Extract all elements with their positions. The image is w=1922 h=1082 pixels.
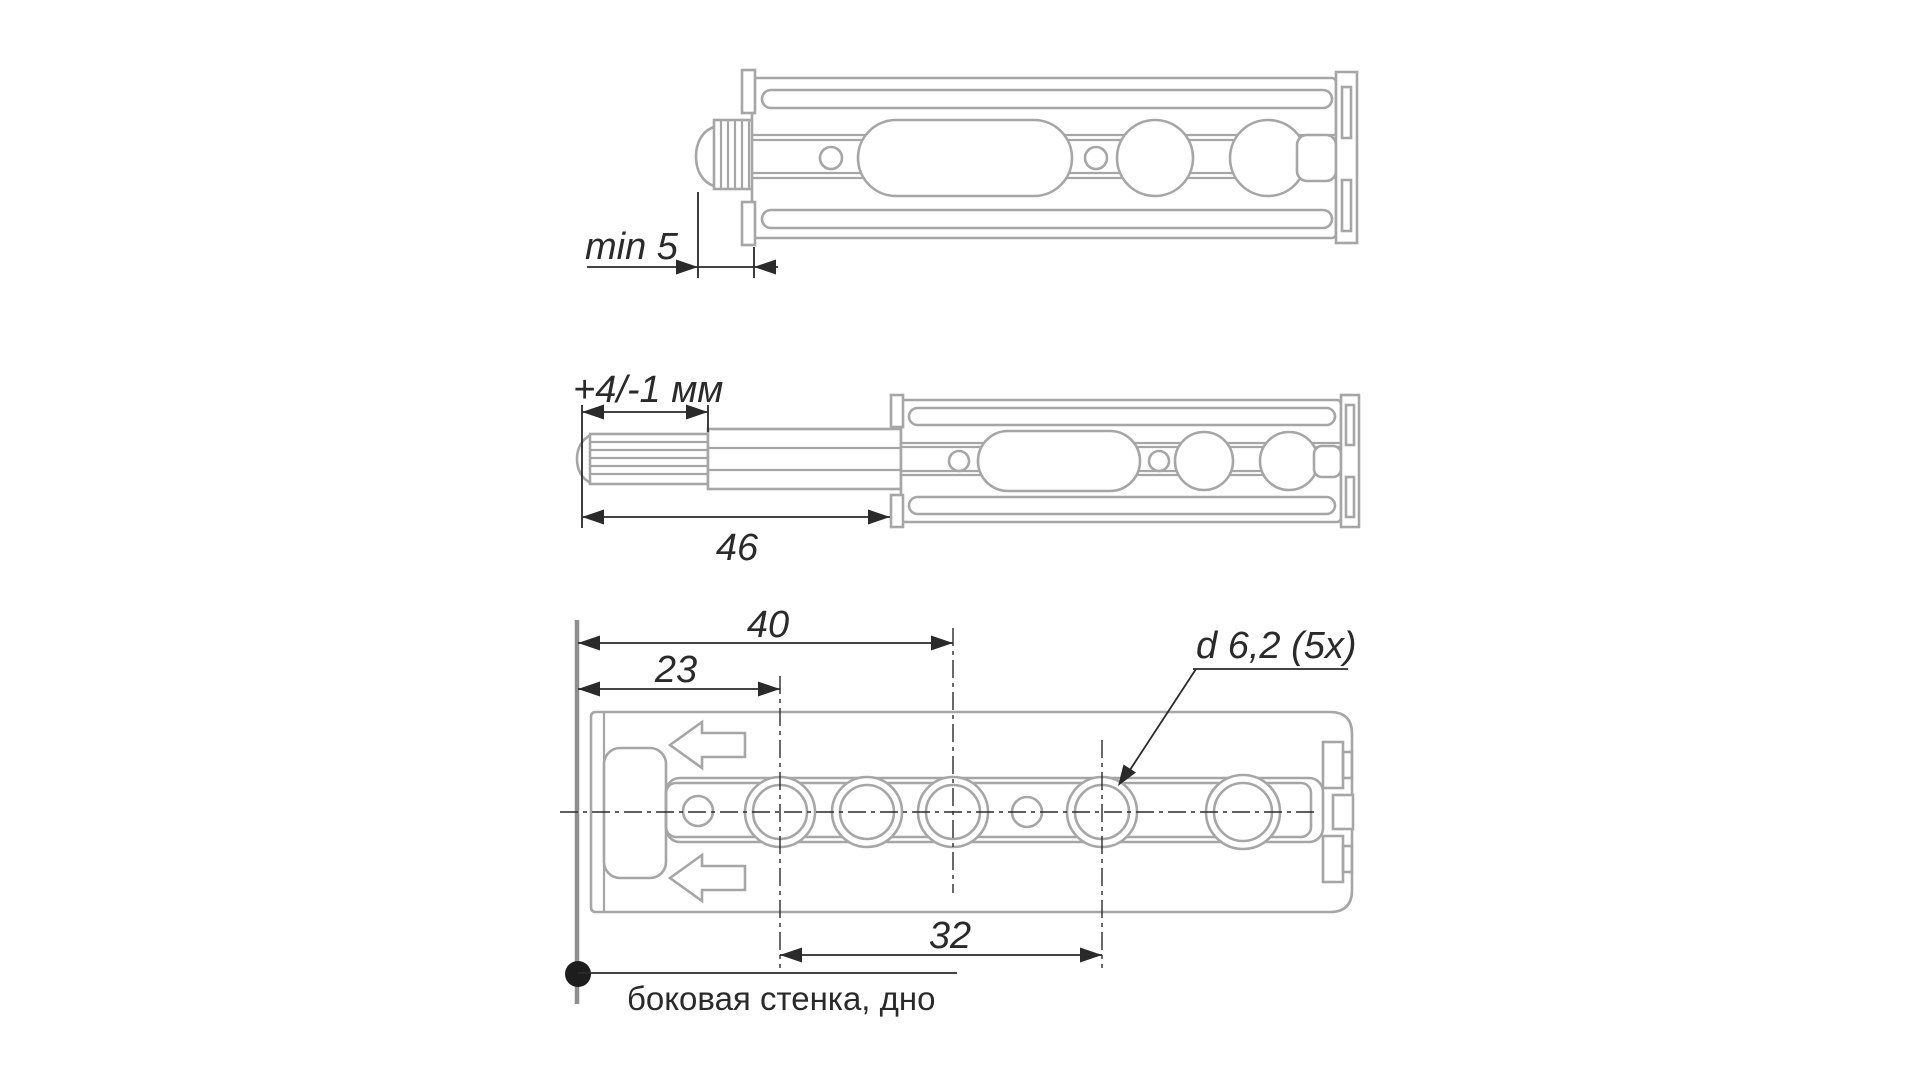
dimension-40-label: 40 (747, 604, 789, 646)
end-tab (1321, 740, 1345, 790)
dimension-40: 40 (578, 604, 953, 651)
front-tab-bottom (740, 200, 757, 247)
end-cap (1339, 393, 1361, 529)
end-cap-slot (1344, 403, 1356, 447)
dimension-arrow (754, 259, 776, 275)
push-rod (706, 427, 903, 491)
slot-capsule (976, 429, 1142, 493)
bumper-cap-ribs (719, 120, 751, 189)
dimension-23-label: 23 (654, 649, 697, 691)
slide-slot-top (760, 88, 1334, 110)
front-tab-top (889, 393, 905, 429)
end-tab (1331, 793, 1355, 831)
dimension-min-gap: min 5 (585, 192, 778, 278)
dimension-32: 32 (780, 915, 1102, 963)
direction-arrow-icon (667, 852, 747, 904)
dimension-23: 23 (578, 649, 780, 697)
plunger-ribs (590, 440, 708, 476)
hole-spec-label: d 6,2 (5x) (1196, 625, 1357, 667)
mounting-holes (743, 773, 1282, 851)
latch-pocket (1295, 133, 1338, 183)
end-tab-notch (1341, 750, 1354, 780)
leader-line (1125, 668, 1197, 777)
pin-hole-small (1083, 145, 1109, 171)
bumper-dome (694, 125, 715, 188)
dimension-extension-46: 46 (582, 509, 890, 569)
wall-note: боковая стенка, дно (565, 961, 957, 1017)
rail-band-inner (664, 781, 1313, 839)
end-cap (1334, 70, 1359, 245)
dimension-arrow (582, 404, 604, 420)
slide-slot-top (907, 406, 1337, 427)
plunger-dome (575, 433, 592, 485)
dimension-arrow (582, 509, 604, 525)
slide-slot-bottom (907, 495, 1337, 516)
end-tab-notch (1341, 844, 1354, 874)
push-rod-lines (708, 446, 901, 472)
dimension-arrow (686, 404, 708, 420)
dimension-tolerance-label: +4/-1 мм (573, 369, 723, 411)
roller-circle (1115, 118, 1195, 198)
dimension-arrow (931, 635, 953, 651)
front-tab-bottom (889, 493, 905, 529)
wall-reference-dot (565, 961, 591, 987)
hole-spec-leader: d 6,2 (5x) (1118, 625, 1357, 786)
dimension-min-gap-label: min 5 (585, 226, 679, 268)
dimension-arrow (868, 509, 890, 525)
dimension-32-label: 32 (929, 915, 971, 957)
pin-hole-small (947, 449, 971, 473)
bumper-cap (712, 118, 755, 191)
dimension-arrow (1080, 947, 1102, 963)
end-cap-slot (1340, 178, 1353, 233)
dimension-arrow (676, 259, 698, 275)
bumper-housing (602, 746, 668, 880)
view-side-retracted: min 5 (585, 68, 1359, 278)
view-drilling-template: 40 23 32 d 6,2 (5x) боковая стенка, дно (560, 604, 1357, 1017)
pin-hole-small (818, 145, 844, 171)
front-tab-top (740, 68, 757, 115)
view-plan-extended: +4/-1 мм 46 (573, 369, 1361, 569)
direction-arrow-icon (667, 719, 747, 771)
pin-hole-small (1147, 449, 1171, 473)
leader-arrow (1118, 764, 1136, 786)
slot-capsule (856, 118, 1074, 198)
latch-pocket (1312, 444, 1343, 479)
end-tab (1321, 834, 1345, 884)
dimension-arrow (758, 681, 780, 697)
dimension-46-label: 46 (716, 527, 759, 569)
mount-note-label: боковая стенка, дно (627, 980, 935, 1017)
dimension-arrow (578, 635, 600, 651)
roller-circle (1228, 118, 1308, 198)
end-cap-slot (1340, 85, 1353, 140)
end-cap-slot (1344, 475, 1356, 519)
slide-slot-bottom (760, 208, 1334, 230)
roller-circle (1173, 430, 1235, 492)
dimension-arrow (578, 681, 600, 697)
roller-circle (1258, 430, 1320, 492)
dimension-stroke-tolerance: +4/-1 мм (573, 369, 723, 528)
plate-end-tabs (1321, 740, 1355, 884)
dimension-arrow (780, 947, 802, 963)
pin-hole-small (681, 794, 715, 828)
